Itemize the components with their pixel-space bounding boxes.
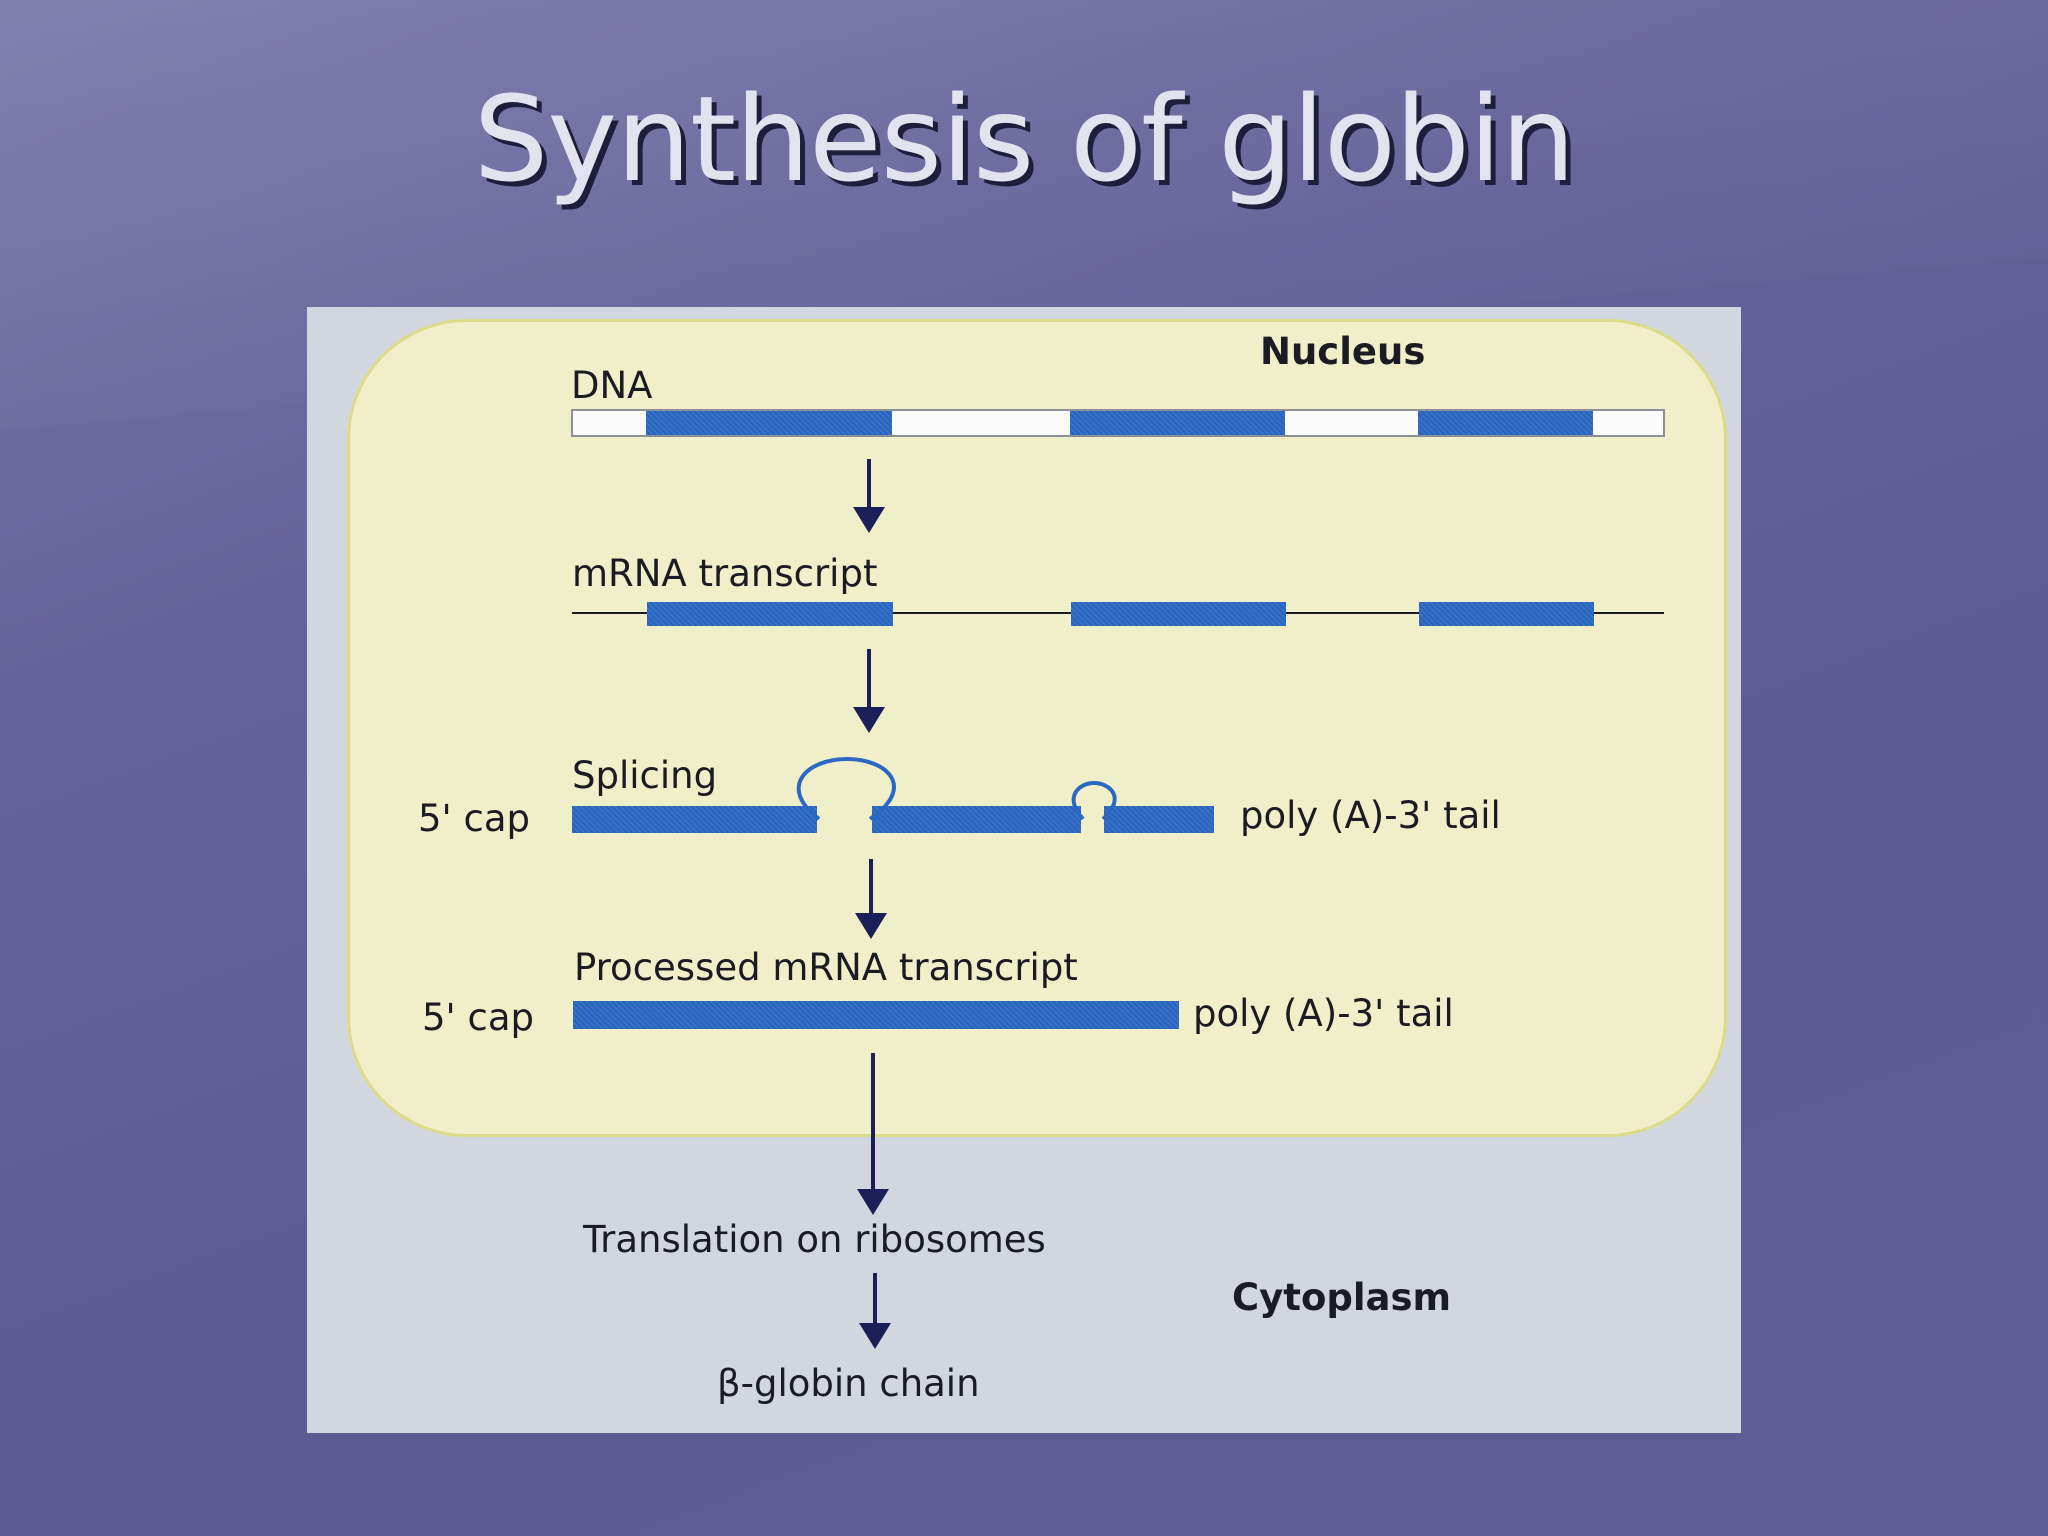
nucleus-label: Nucleus: [1260, 330, 1426, 373]
processed-mrna-bar: [573, 1001, 1179, 1029]
arrow-processing-shaft: [869, 859, 873, 915]
dna-exon-3: [1418, 411, 1593, 435]
processed-poly-a-tail-label: poly (A)-3' tail: [1193, 992, 1454, 1035]
arrow-transcription-shaft: [867, 459, 871, 509]
mrna-transcript-label: mRNA transcript: [572, 552, 878, 595]
processed-five-prime-cap-label: 5' cap: [422, 996, 534, 1039]
nucleus-region: [347, 319, 1727, 1137]
spliced-exon-3: [1104, 806, 1214, 833]
cytoplasm-label: Cytoplasm: [1232, 1276, 1452, 1319]
spliced-exon-2: [872, 806, 1081, 833]
slide-title: Synthesis of globin: [473, 70, 1575, 208]
dna-exon-2: [1070, 411, 1285, 435]
intron-loop-2: [1071, 780, 1117, 821]
intron-loops: [796, 756, 1117, 821]
dna-exon-1: [646, 411, 892, 435]
arrow-splicing-shaft: [867, 649, 871, 709]
arrow-translation-shaft: [873, 1273, 877, 1325]
beta-globin-chain-label: β-globin chain: [717, 1362, 980, 1405]
splicing-five-prime-cap-label: 5' cap: [418, 797, 530, 840]
arrow-translation-head: [859, 1323, 891, 1349]
arrow-processing-head: [855, 913, 887, 939]
globin-synthesis-figure: Nucleus DNA mRNA transcript Splicing 5' …: [307, 307, 1741, 1433]
spliced-exon-1: [572, 806, 817, 833]
splicing-poly-a-tail-label: poly (A)-3' tail: [1240, 794, 1501, 837]
arrow-transcription-head: [853, 507, 885, 533]
mrna-exon-1: [647, 602, 893, 626]
splicing-label: Splicing: [572, 754, 718, 797]
dna-label: DNA: [571, 364, 653, 407]
arrow-splicing-head: [853, 707, 885, 733]
translation-label: Translation on ribosomes: [583, 1218, 1046, 1261]
intron-loop-1: [796, 756, 896, 821]
mrna-exon-3: [1419, 602, 1594, 626]
mrna-exon-2: [1071, 602, 1286, 626]
arrow-export-shaft: [871, 1053, 875, 1191]
processed-mrna-label: Processed mRNA transcript: [574, 946, 1078, 989]
arrow-export-head: [857, 1189, 889, 1215]
